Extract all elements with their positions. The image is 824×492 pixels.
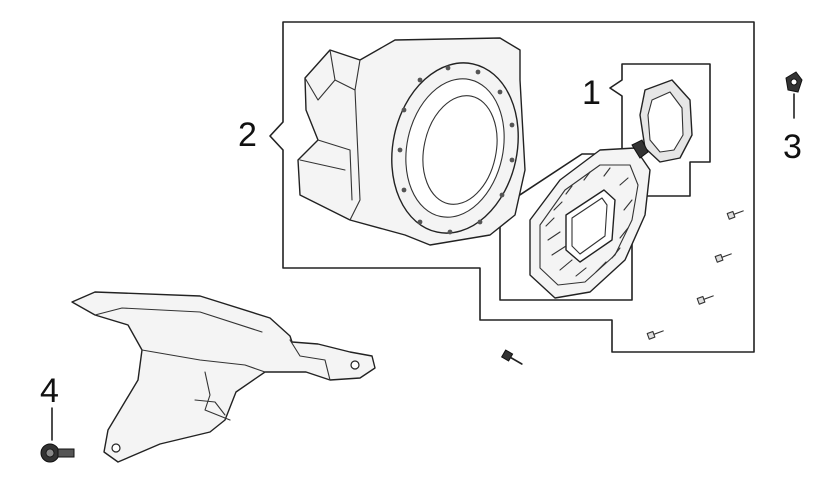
bolts: [500, 210, 744, 365]
bolt-icon: [646, 330, 664, 340]
clip-fastener: [785, 71, 803, 119]
starter-handle: [631, 79, 693, 163]
assembly-boundary-1: [499, 63, 711, 301]
bolt-icon: [500, 349, 523, 365]
assembly-boundary-2: [269, 21, 755, 353]
bolt-icon: [714, 253, 732, 263]
callout-2: 2: [238, 116, 257, 154]
bracket-plate: [71, 291, 376, 463]
callout-4: 4: [40, 372, 59, 410]
fan-housing: [297, 37, 526, 246]
callout-3: 3: [783, 128, 802, 166]
recoil-starter: [529, 79, 693, 299]
bolt-icon: [726, 210, 744, 220]
callout-1: 1: [582, 74, 601, 112]
flange-bolt: [40, 407, 75, 463]
bolt-icon: [696, 295, 714, 305]
